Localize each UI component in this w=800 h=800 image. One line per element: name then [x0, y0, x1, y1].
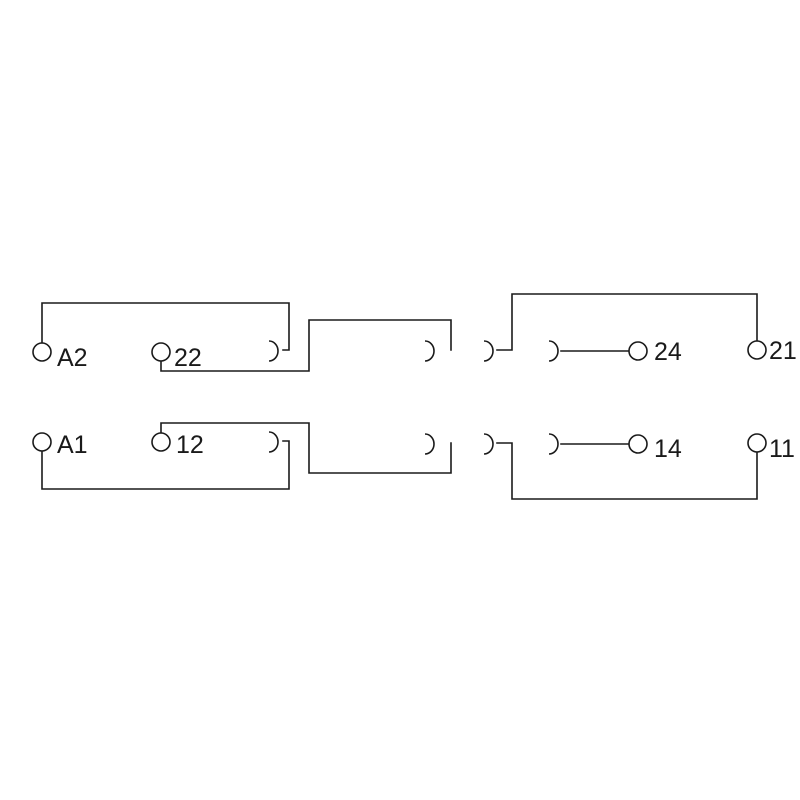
terminal-14-circle [628, 434, 648, 454]
terminal-a1-label: A1 [57, 431, 88, 459]
contact-arc-upper-4 [548, 340, 559, 362]
contact-arc-lower-1 [268, 431, 279, 453]
terminal-21-circle [747, 340, 767, 360]
terminal-a2-label: A2 [57, 344, 88, 372]
contact-arc-upper-3 [483, 340, 494, 362]
terminal-21-label: 21 [769, 337, 797, 365]
terminal-24-circle [628, 341, 648, 361]
terminal-12-label: 12 [176, 431, 204, 459]
wire-21-loop [496, 293, 758, 351]
terminal-22-label: 22 [174, 344, 202, 372]
terminal-22-circle [151, 342, 171, 362]
wire-11-loop [496, 442, 758, 500]
terminal-12-circle [151, 432, 171, 452]
wire-22-loop [160, 319, 452, 372]
terminal-11-label: 11 [769, 435, 795, 463]
terminal-24-label: 24 [654, 338, 682, 366]
contact-arc-upper-2 [424, 340, 435, 362]
terminal-11-circle [747, 433, 767, 453]
wire-a1-loop [41, 440, 290, 490]
contact-arc-lower-4 [548, 433, 559, 455]
wire-12-loop [160, 422, 452, 474]
terminal-a2-circle [32, 342, 52, 362]
terminal-14-label: 14 [654, 435, 682, 463]
contact-arc-lower-3 [483, 433, 494, 455]
contact-arc-upper-1 [268, 340, 279, 362]
contact-arc-lower-2 [424, 433, 435, 455]
wire-a2-loop [41, 302, 290, 351]
terminal-a1-circle [32, 432, 52, 452]
